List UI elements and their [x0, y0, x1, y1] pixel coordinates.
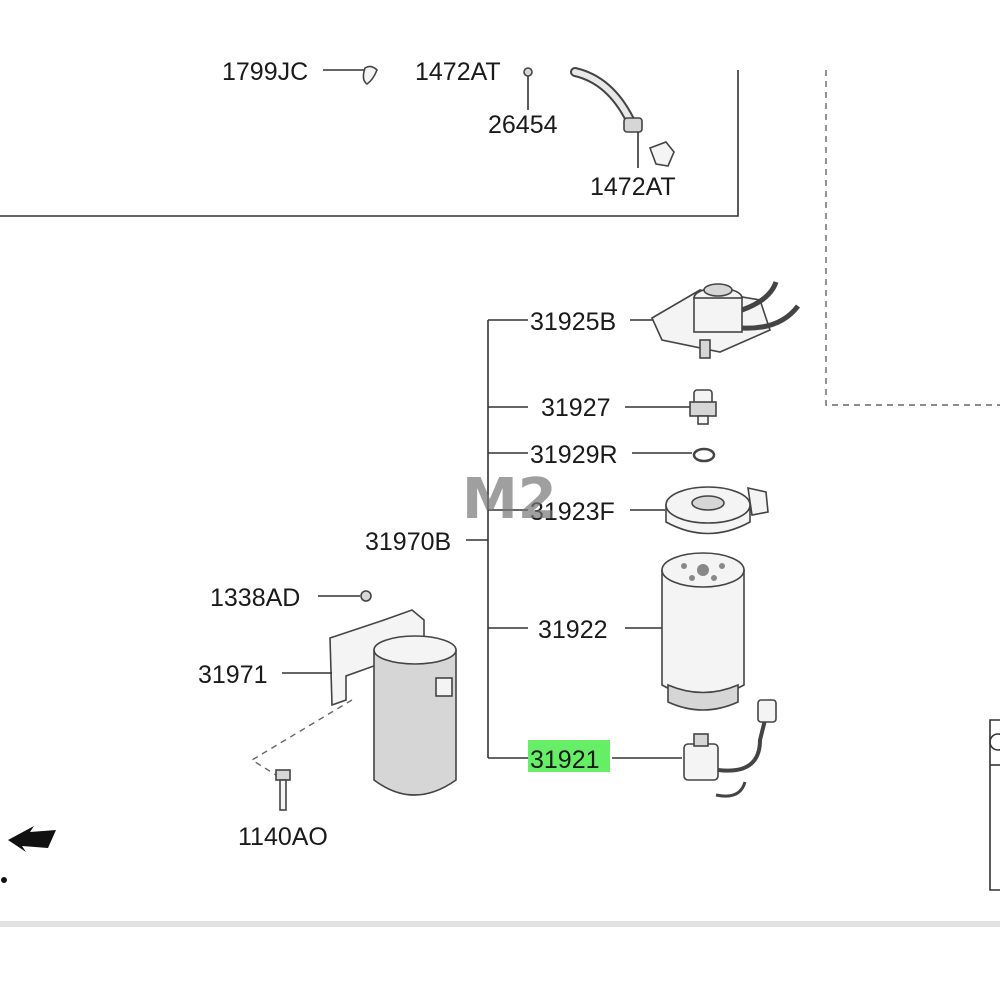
inset-frame	[0, 70, 739, 217]
label-26454[interactable]: 26454	[488, 111, 558, 139]
dashed-region-outline	[825, 70, 1000, 406]
sensor-connector	[757, 699, 777, 723]
label-31921[interactable]: 31921	[530, 746, 600, 774]
sensor-body	[683, 743, 719, 781]
label-31971[interactable]: 31971	[198, 661, 268, 689]
clip-1799JC	[362, 65, 378, 85]
plug-part	[689, 389, 717, 425]
sensor-wire-loop	[715, 781, 747, 798]
bolt-1140AO-shank	[279, 779, 287, 811]
front-arrow-icon	[8, 826, 56, 852]
cartridge-hole-1	[681, 563, 687, 569]
pump-pipe-lower	[741, 304, 800, 331]
label-31922[interactable]: 31922	[538, 616, 608, 644]
cartridge-hole-4	[711, 575, 717, 581]
cap-connector	[747, 486, 769, 516]
water-sensor	[683, 699, 777, 798]
housing-tab	[435, 677, 453, 697]
housing-body	[373, 649, 457, 796]
cartridge-center-hole	[697, 564, 709, 576]
label-1472AT-bottom[interactable]: 1472AT	[590, 173, 676, 201]
filter-housing	[250, 590, 457, 811]
watermark-logo: M2	[462, 467, 557, 532]
bolt-1338AD	[360, 590, 372, 602]
label-1140AO[interactable]: 1140AO	[238, 823, 328, 851]
plug-hex	[689, 401, 717, 417]
label-31970B[interactable]: 31970B	[365, 528, 451, 556]
clip-1472AT	[648, 141, 675, 167]
filter-head-cap	[665, 486, 769, 535]
label-31927[interactable]: 31927	[541, 394, 611, 422]
assembly-bracket	[466, 319, 528, 759]
label-1799JC[interactable]: 1799JC	[222, 58, 308, 86]
dot-marker	[1, 877, 7, 883]
highlight-31921	[528, 740, 610, 772]
pump-cap	[703, 283, 733, 297]
pump-pipe-upper	[741, 281, 779, 313]
cap-center	[691, 495, 725, 511]
cartridge-body	[661, 569, 745, 698]
pump-body	[693, 297, 743, 333]
label-1338AD[interactable]: 1338AD	[210, 584, 300, 612]
plug-tip	[697, 415, 709, 425]
fuel-hose-upper	[570, 67, 635, 125]
fitting-26454	[523, 67, 533, 77]
right-partial-box	[989, 719, 1000, 891]
bolt-path-1140AO	[250, 699, 353, 781]
priming-pump-head	[650, 281, 800, 359]
label-31923F[interactable]: 31923F	[530, 498, 615, 526]
inset-parts	[323, 65, 675, 168]
bottom-separator	[0, 921, 1000, 927]
sensor-top	[693, 733, 709, 747]
label-31929R[interactable]: 31929R	[530, 441, 618, 469]
hose-clamp	[623, 117, 643, 133]
sensor-wire	[717, 715, 768, 773]
label-31925B[interactable]: 31925B	[530, 308, 616, 336]
cartridge-hole-2	[719, 563, 725, 569]
bolt-1140AO-head	[275, 769, 291, 781]
o-ring-part	[692, 447, 716, 463]
label-1472AT-top[interactable]: 1472AT	[415, 58, 501, 86]
pump-bleed-screw	[699, 339, 711, 359]
filter-cartridge	[661, 552, 745, 711]
fuel-hose-upper-inner	[572, 69, 633, 123]
cartridge-base	[667, 683, 739, 711]
cartridge-hole-3	[689, 575, 695, 581]
housing-top	[373, 635, 457, 665]
right-box-symbol	[989, 733, 1000, 751]
